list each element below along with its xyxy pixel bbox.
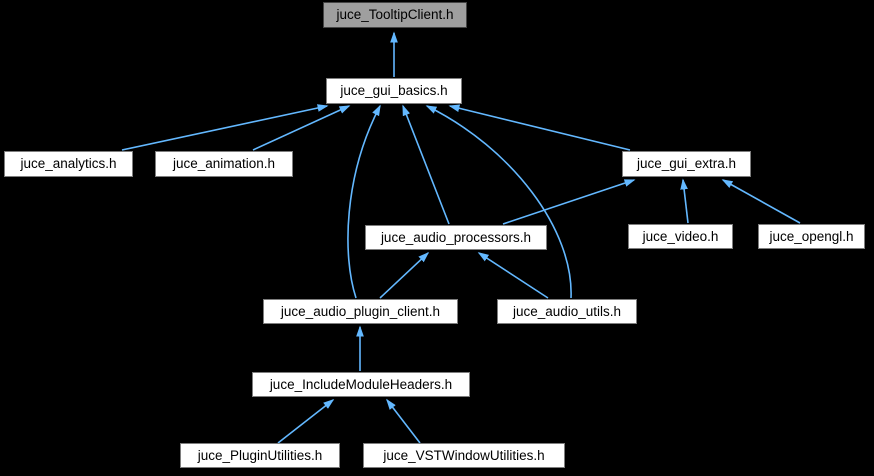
edge-animation-to-gui_basics xyxy=(252,105,351,151)
node-juce-gui-extra-h[interactable]: juce_gui_extra.h xyxy=(622,151,751,177)
node-juce-audio-utils-h[interactable]: juce_audio_utils.h xyxy=(497,299,637,324)
node-juce-video-h[interactable]: juce_video.h xyxy=(628,224,733,249)
node-juce-animation-h[interactable]: juce_animation.h xyxy=(155,151,293,177)
edge-audio_processors-to-gui_basics xyxy=(402,104,450,225)
edge-analytics-to-gui_basics xyxy=(121,104,329,151)
edge-audio_utils-to-audio_processors xyxy=(477,252,549,299)
edge-audio_plugin_client-to-audio_processors xyxy=(379,251,430,299)
edge-audio_processors-to-gui_extra xyxy=(502,179,636,225)
node-juce-audio-processors-h[interactable]: juce_audio_processors.h xyxy=(365,225,547,250)
edge-opengl-to-gui_extra xyxy=(721,179,801,224)
node-juce-opengl-h[interactable]: juce_opengl.h xyxy=(758,224,865,249)
node-juce-tooltipclient-h[interactable]: juce_TooltipClient.h xyxy=(323,2,467,28)
edge-gui_extra-to-gui_basics xyxy=(448,104,631,151)
edge-video-to-gui_extra xyxy=(680,178,689,224)
edge-plugin_utilities-to-include_module_headers xyxy=(277,399,335,444)
node-juce-gui-basics-h[interactable]: juce_gui_basics.h xyxy=(326,78,462,104)
edge-audio_utils-to-gui_basics xyxy=(425,105,572,299)
node-juce-analytics-h[interactable]: juce_analytics.h xyxy=(4,151,133,177)
node-juce-audio-plugin-client-h[interactable]: juce_audio_plugin_client.h xyxy=(263,299,458,324)
node-juce-includemoduleheaders-h[interactable]: juce_IncludeModuleHeaders.h xyxy=(252,372,470,397)
node-juce-pluginutilities-h[interactable]: juce_PluginUtilities.h xyxy=(180,443,340,468)
node-juce-vstwindowutilities-h[interactable]: juce_VSTWindowUtilities.h xyxy=(363,443,565,468)
edge-vst_window_utilities-to-include_module_headers xyxy=(386,398,421,444)
edge-audio_plugin_client-to-gui_basics xyxy=(347,104,381,299)
